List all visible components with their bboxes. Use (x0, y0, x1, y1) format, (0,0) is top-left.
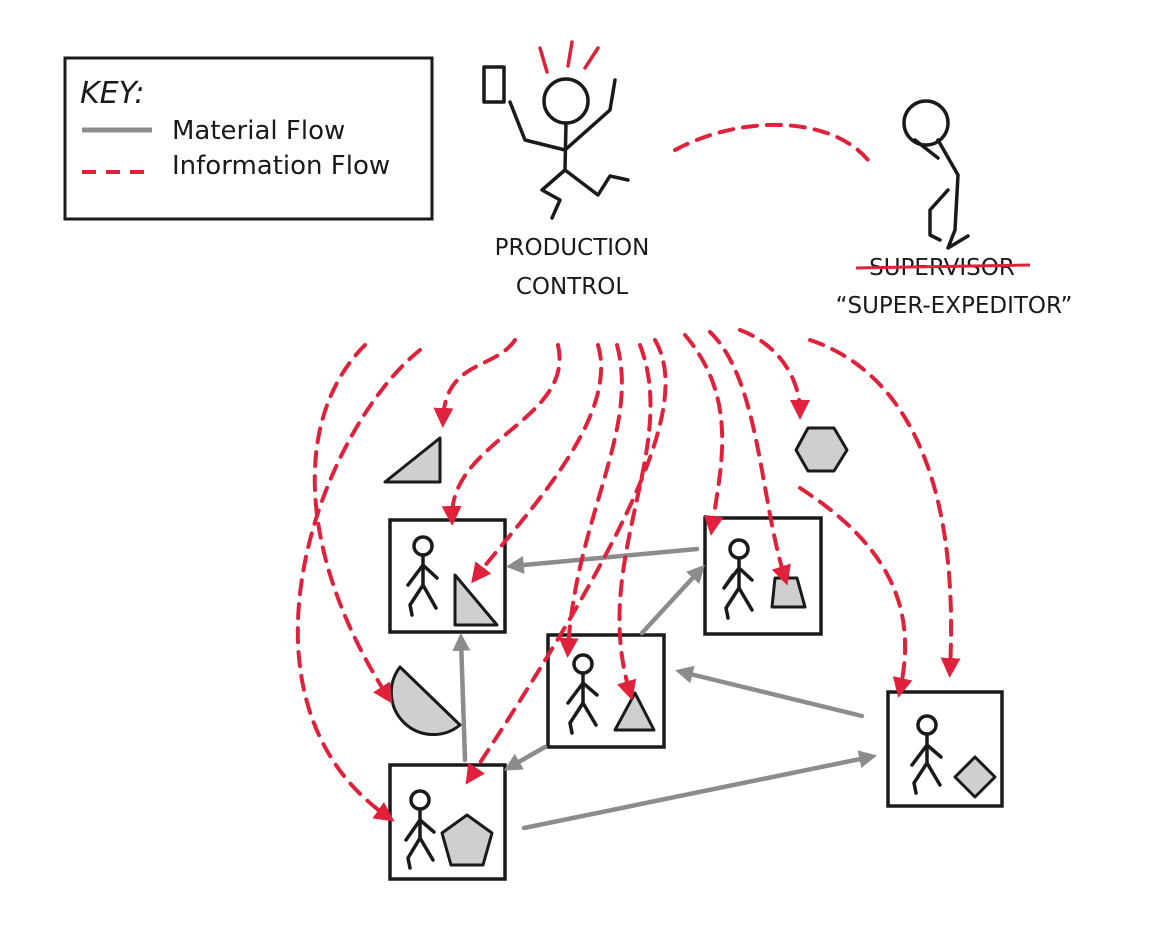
material-arrow (452, 632, 471, 763)
cone-part-icon (613, 691, 656, 732)
info-flow-arrow (433, 338, 517, 428)
material-arrow (521, 750, 878, 831)
pentagon-part-icon (440, 813, 494, 867)
material-arrow (503, 744, 548, 771)
info-flow-arrow (738, 328, 810, 420)
info-flow-arrow (558, 343, 624, 658)
production-control-label-1: PRODUCTION (495, 235, 650, 261)
info-flow-arrow (465, 338, 668, 785)
worker-figure-icon (406, 535, 439, 617)
info-flow-arrow (708, 330, 791, 586)
hexagon-part-icon (794, 426, 849, 473)
triangle-part-icon (453, 573, 499, 627)
info-flow-arrow (616, 343, 653, 701)
supervisor-figure-icon (902, 99, 970, 250)
station-4 (388, 763, 507, 881)
legend: KEY: Material Flow Information Flow (63, 56, 434, 221)
info-flow-line (673, 122, 870, 162)
info-flow-arrow (808, 338, 961, 678)
legend-title: KEY: (80, 76, 144, 111)
legend-information-label: Information Flow (172, 151, 390, 181)
triangle-part-icon (383, 436, 442, 484)
information-flow-arrows (295, 122, 961, 822)
info-flow-arrow (798, 486, 913, 698)
worker-figure-icon (910, 714, 943, 795)
production-control-label-2: CONTROL (516, 274, 629, 300)
material-arrow (639, 564, 705, 636)
phone-icon (482, 65, 506, 104)
info-flow-arrow (683, 333, 725, 536)
material-arrow (675, 665, 865, 719)
info-flow-arrow (471, 343, 604, 584)
worker-figure-icon (404, 789, 436, 870)
legend-box (63, 56, 434, 221)
info-flow-arrow (295, 348, 422, 822)
legend-material-label: Material Flow (172, 116, 345, 146)
info-flow-arrow (312, 343, 393, 704)
worker-figure-icon (566, 653, 599, 735)
strikethrough (855, 263, 1031, 270)
production-control-figure-icon (482, 40, 630, 220)
station-1 (388, 518, 507, 634)
station-5 (886, 690, 1004, 808)
worker-figure-icon (722, 538, 754, 620)
station-2 (703, 516, 823, 636)
super-expeditor-label: “SUPER-EXPEDITOR” (836, 293, 1073, 319)
half-circle-part-icon (389, 665, 462, 736)
diamond-part-icon (953, 755, 997, 799)
station-3 (546, 633, 666, 749)
info-flow-arrow (441, 343, 562, 526)
